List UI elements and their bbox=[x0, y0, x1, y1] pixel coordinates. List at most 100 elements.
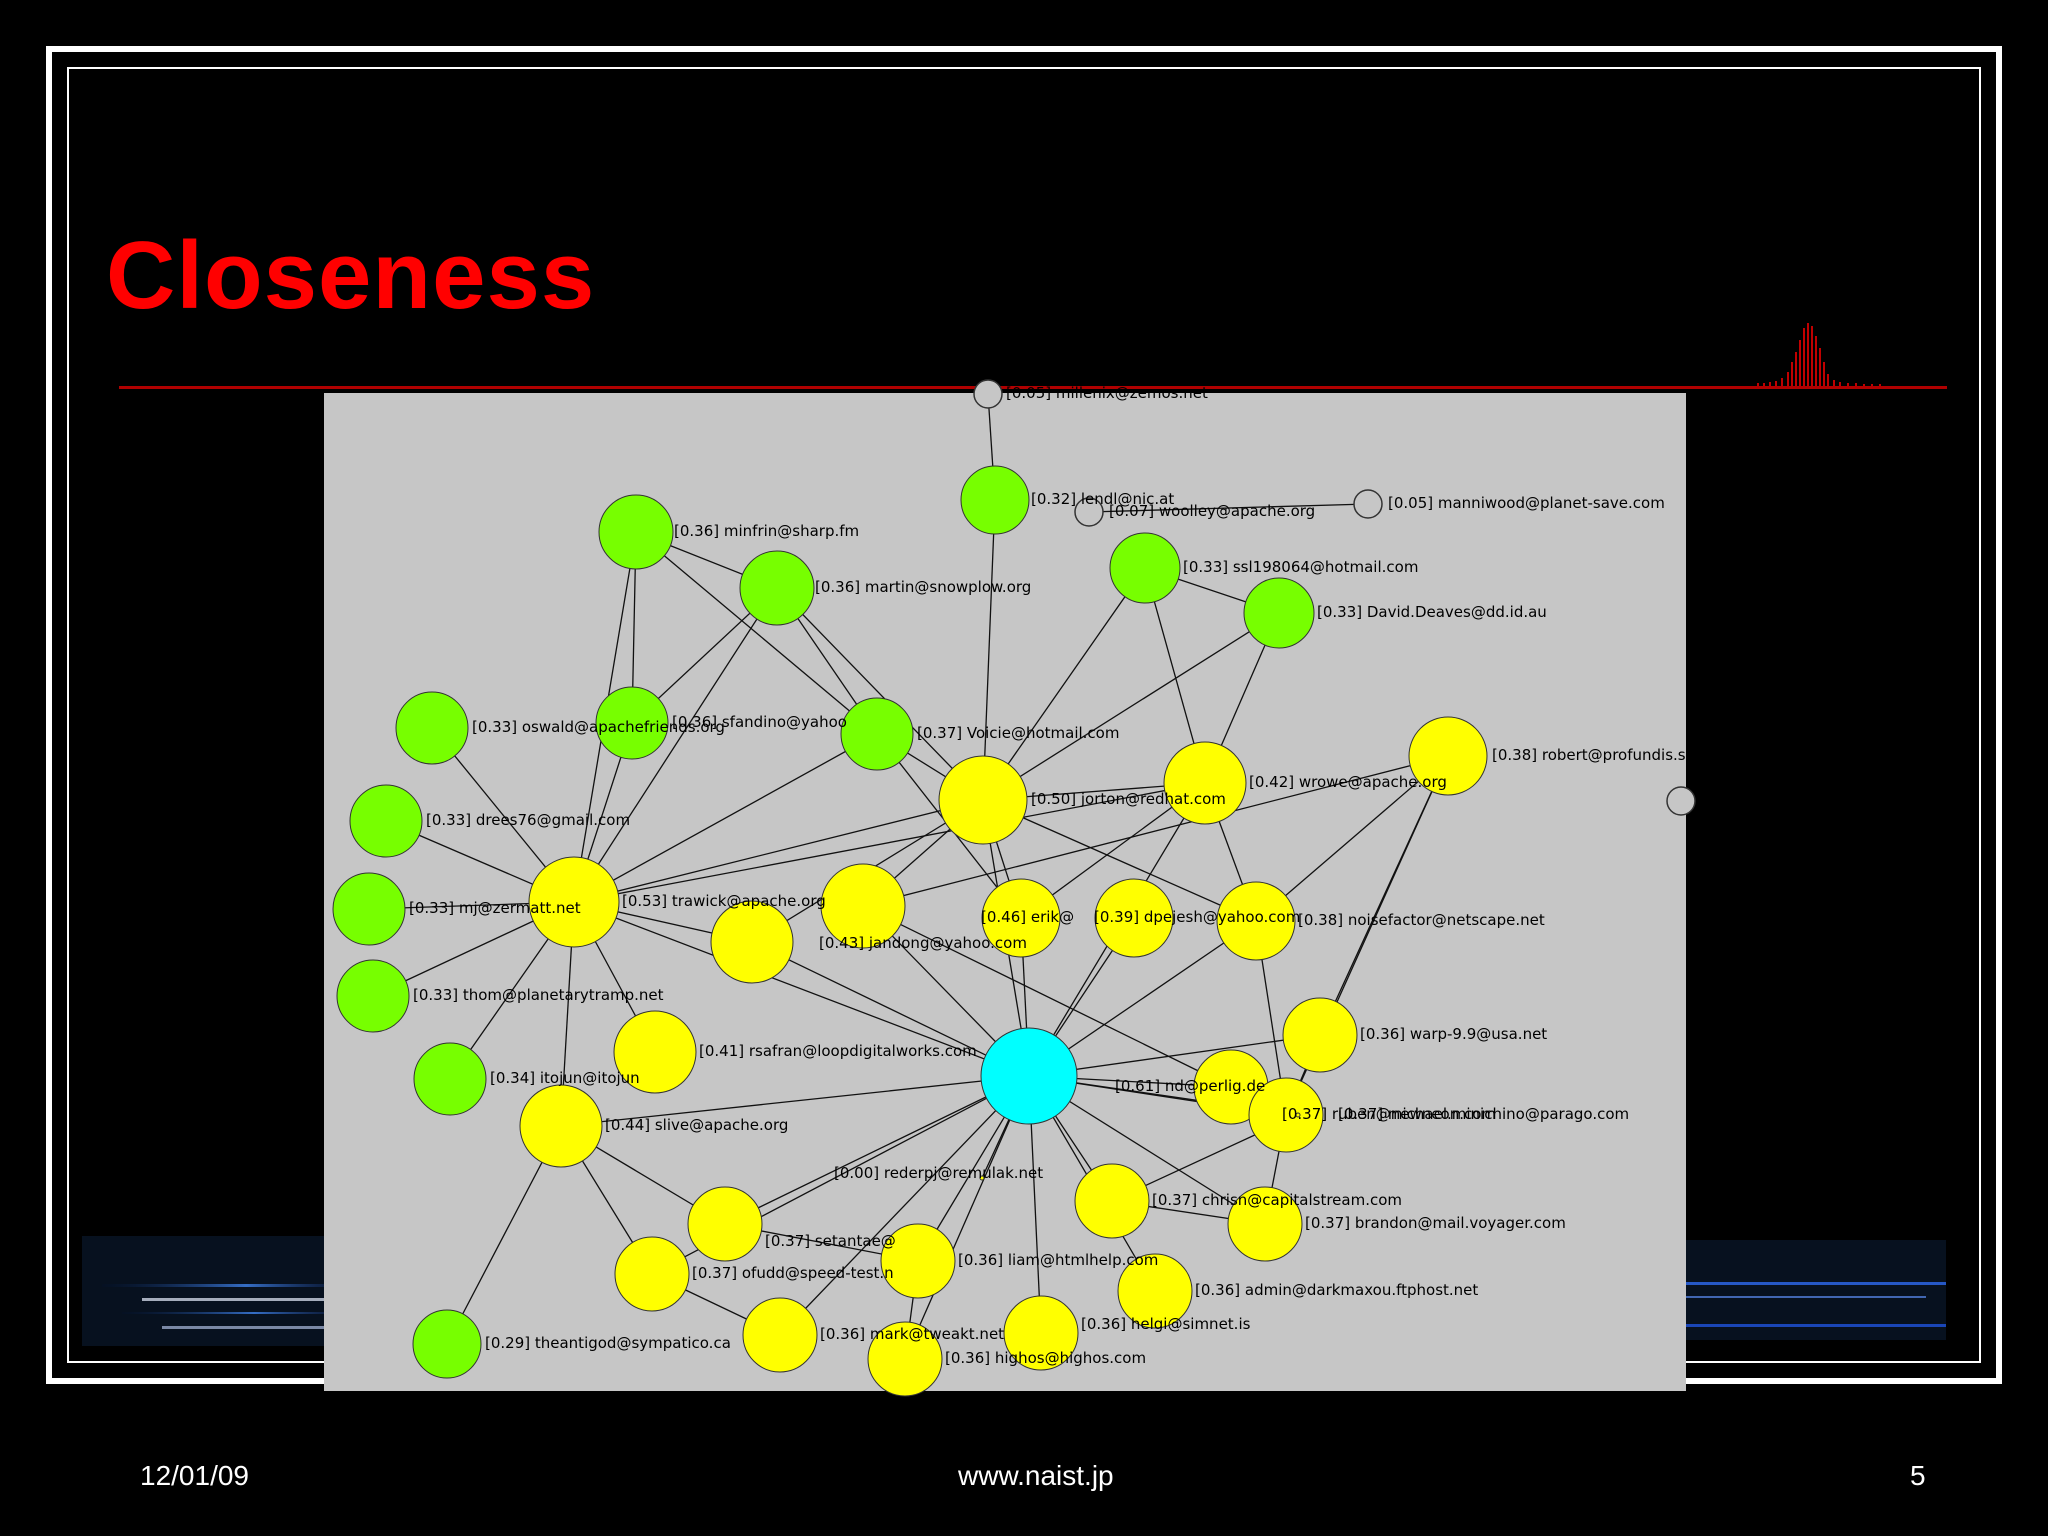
graph-node-brandon bbox=[1227, 1186, 1303, 1262]
graph-node-edge_right bbox=[1666, 786, 1696, 816]
graph-node-label-ssl: [0.33] ssl198064@hotmail.com bbox=[1183, 558, 1418, 576]
graph-node-label-erik: [0.46] erik@ bbox=[981, 908, 1074, 926]
graph-node-label-rederpj: [0.00] rederpj@remulak.net bbox=[834, 1164, 1043, 1182]
graph-node-label-theantigod: [0.29] theantigod@sympatico.ca bbox=[485, 1334, 731, 1352]
graph-node-minfrin bbox=[598, 494, 674, 570]
graph-node-label-chrisn: [0.37] chrisn@capitalstream.com bbox=[1152, 1191, 1402, 1209]
graph-node-ruben bbox=[1248, 1077, 1324, 1153]
graph-node-label-noisefactor: [0.38] noisefactor@netscape.net bbox=[1298, 911, 1545, 929]
edge-martin-trawick bbox=[573, 587, 778, 903]
graph-node-woolley bbox=[1074, 497, 1104, 527]
graph-node-center bbox=[980, 1027, 1078, 1125]
slide-title: Closeness bbox=[106, 222, 596, 329]
edge-trawick-center bbox=[573, 901, 1030, 1077]
graph-node-label-jorton: [0.50] jorton@redhat.com bbox=[1031, 790, 1226, 808]
graph-node-thom bbox=[336, 959, 410, 1033]
graph-node-label-trawick: [0.53] trawick@apache.org bbox=[622, 892, 826, 910]
edge-martin-jorton bbox=[776, 587, 984, 801]
graph-node-manniwood bbox=[1353, 489, 1383, 519]
graph-node-rsafran bbox=[613, 1010, 697, 1094]
graph-node-label-robert: [0.38] robert@profundis.se bbox=[1492, 746, 1695, 764]
graph-node-setantae bbox=[687, 1186, 763, 1262]
graph-node-millenix bbox=[973, 379, 1003, 409]
edge-center-mark bbox=[779, 1075, 1030, 1336]
graph-node-oswald bbox=[395, 691, 469, 765]
graph-node-drees bbox=[349, 784, 423, 858]
graph-node-ofudd bbox=[614, 1236, 690, 1312]
graph-node-label-martin: [0.36] martin@snowplow.org bbox=[815, 578, 1031, 596]
closeness-network-graph: [0.05] millenix@zemos.net[0.32] lendl@ni… bbox=[324, 379, 1696, 1397]
edge-minfrin-voicie bbox=[635, 531, 878, 735]
graph-node-label-helgi: [0.36] helgi@simnet.is bbox=[1081, 1315, 1251, 1333]
graph-node-label-voicie: [0.37] Voicie@hotmail.com bbox=[917, 724, 1119, 742]
graph-node-martin bbox=[739, 550, 815, 626]
graph-node-admin bbox=[1117, 1253, 1193, 1329]
graph-node-rederpj bbox=[979, 1175, 985, 1181]
edge-trawick-wrowe bbox=[573, 782, 1206, 903]
edge-david-jorton bbox=[982, 612, 1280, 801]
edge-voicie-trawick bbox=[573, 733, 878, 903]
edge-center-setantae bbox=[724, 1075, 1030, 1225]
graph-node-lendl bbox=[960, 465, 1030, 535]
graph-node-sfandino bbox=[595, 686, 669, 760]
graph-node-label-admin: [0.36] admin@darkmaxou.ftphost.net bbox=[1195, 1281, 1478, 1299]
graph-node-label-manniwood: [0.05] manniwood@planet-save.com bbox=[1388, 494, 1665, 512]
edge-woolley-manniwood bbox=[1088, 503, 1369, 513]
graph-node-chrisn bbox=[1074, 1163, 1150, 1239]
graph-node-label-mj: [0.33] mj@zermatt.net bbox=[409, 899, 581, 917]
graph-node-mark bbox=[742, 1297, 818, 1373]
edge-robert-jandong bbox=[862, 755, 1449, 907]
graph-node-label-jandong: [0.43] jandong@yahoo.com bbox=[819, 934, 1027, 952]
graph-node-hub1 bbox=[710, 900, 794, 984]
graph-node-label-ofudd: [0.37] ofudd@speed-test.n bbox=[692, 1264, 894, 1282]
graph-node-noisefactor bbox=[1216, 881, 1296, 961]
graph-node-label-highos: [0.36] highos@highos.com bbox=[945, 1349, 1146, 1367]
graph-node-label-oswald: [0.33] oswald@apachefriends.org bbox=[472, 718, 725, 736]
graph-node-label-brandon: [0.37] brandon@mail.voyager.com bbox=[1305, 1214, 1566, 1232]
graph-node-label-woolley: [0.07] woolley@apache.org bbox=[1109, 502, 1315, 520]
edge-jorton-noisefactor bbox=[982, 799, 1257, 922]
network-graph-canvas: [0.05] millenix@zemos.net[0.32] lendl@ni… bbox=[332, 379, 1696, 1397]
edge-robert-noisefactor bbox=[1255, 755, 1449, 922]
graph-node-label-itojun: [0.34] itojun@itojun bbox=[490, 1069, 640, 1087]
graph-node-erik bbox=[981, 878, 1061, 958]
title-underline bbox=[119, 386, 1947, 389]
graph-node-label-drees: [0.33] drees76@gmail.com bbox=[426, 811, 630, 829]
graph-node-jandong bbox=[820, 863, 906, 949]
graph-node-label-michael: [0.37] michael.minichino@parago.com bbox=[1338, 1105, 1629, 1123]
distribution-peak-icon bbox=[1757, 323, 1881, 386]
graph-node-label-rsafran: [0.41] rsafran@loopdigitalworks.com bbox=[699, 1042, 977, 1060]
graph-node-theantigod bbox=[412, 1309, 482, 1379]
graph-node-dpejesh bbox=[1094, 878, 1174, 958]
graph-node-helgi bbox=[1003, 1295, 1079, 1371]
graph-node-label-ruben: [0.37] ruben@newneon.com bbox=[1282, 1105, 1496, 1123]
edge-center-warp bbox=[1028, 1034, 1321, 1077]
graph-node-label-wrowe: [0.42] wrowe@apache.org bbox=[1249, 773, 1447, 791]
graph-node-label-minfrin: [0.36] minfrin@sharp.fm bbox=[674, 522, 859, 540]
graph-node-label-warp: [0.36] warp-9.9@usa.net bbox=[1360, 1025, 1547, 1043]
graph-node-highos bbox=[867, 1321, 943, 1397]
footer-date: 12/01/09 bbox=[140, 1460, 249, 1491]
graph-node-label-setantae: [0.37] setantae@ bbox=[765, 1232, 896, 1250]
graph-node-warp bbox=[1282, 997, 1358, 1073]
edge-center-highos bbox=[904, 1075, 1030, 1360]
graph-node-trawick bbox=[528, 856, 620, 948]
graph-node-slive bbox=[519, 1084, 603, 1168]
graph-node-label-david: [0.33] David.Deaves@dd.id.au bbox=[1317, 603, 1547, 621]
graph-node-robert bbox=[1408, 716, 1488, 796]
edge-ssl-jorton bbox=[982, 567, 1146, 801]
footer-page-number: 5 bbox=[1910, 1460, 1926, 1491]
graph-node-itojun bbox=[413, 1042, 487, 1116]
graph-node-label-liam: [0.36] liam@htmlhelp.com bbox=[958, 1251, 1158, 1269]
edge-trawick-jorton bbox=[573, 799, 984, 903]
graph-node-ssl bbox=[1109, 532, 1181, 604]
graph-node-label-nd: [0.61] nd@perlig.de bbox=[1115, 1077, 1265, 1095]
footer-url: www.naist.jp bbox=[958, 1460, 1114, 1491]
graph-node-voicie bbox=[840, 697, 914, 771]
bottom-right-streaks bbox=[1686, 1240, 1946, 1340]
graph-node-label-sfandino: [0.36] sfandino@yahoo bbox=[672, 713, 847, 731]
graph-node-liam bbox=[880, 1223, 956, 1299]
graph-node-jorton bbox=[938, 755, 1028, 845]
graph-node-michael bbox=[1295, 1112, 1301, 1118]
graph-node-mj bbox=[332, 872, 406, 946]
